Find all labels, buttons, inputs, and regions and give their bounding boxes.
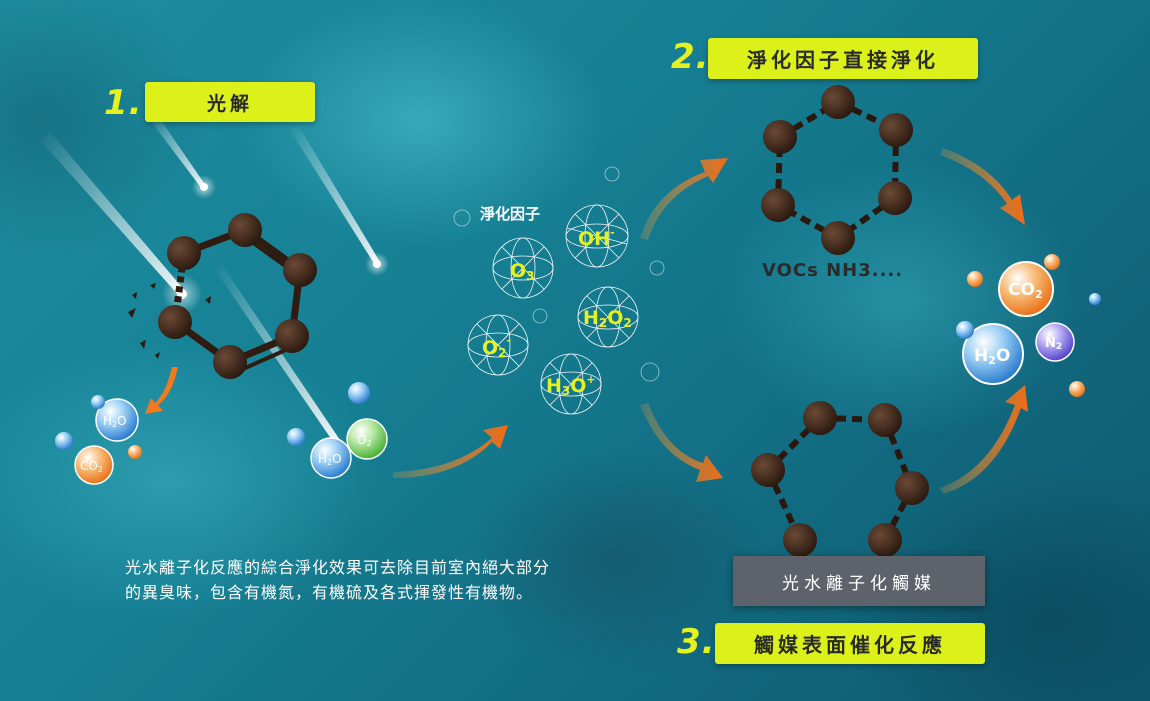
arrow-to-factors [393,425,508,478]
svg-text:H2O: H2O [318,452,342,467]
step-1-number: 1. [104,83,143,123]
ion-label-h2o2: H2O2 [583,307,632,330]
molecule-hexagon-left-atoms [158,213,317,379]
molecule-hexagon-step2-atoms [761,85,913,255]
arrow-to-left-products [145,367,178,414]
ion-label-o2-minus: O2- [482,334,511,360]
ion-label-h3o-plus: H3O+ [546,373,596,398]
ion-sphere-oh [565,204,629,268]
molecule-hexagon-step3 [765,415,915,542]
svg-text:H2O: H2O [103,414,127,429]
arrow-to-step-3 [640,403,723,482]
ion-labels: OH- O3 H2O2 O2- H3O+ [482,226,632,398]
right-products: CO2 H2O N2 [956,254,1101,397]
ion-sphere-h3o [540,353,602,415]
arrow-step-2-to-products [940,148,1025,225]
step-1-label: 光解 [145,82,315,122]
step-2-number: 2. [671,37,710,77]
ion-label-o3: O3 [510,260,535,283]
ion-sphere-o3 [492,237,554,299]
svg-text:O2: O2 [357,433,372,448]
catalyst-label: 光水離子化觸媒 [733,556,985,606]
light-beams [40,116,389,443]
step-3-label: 觸媒表面催化反應 [715,623,985,664]
mid-products: O2 H2O [287,382,388,479]
ion-sphere-h2o2 [577,286,639,348]
ion-spheres [453,166,665,415]
ion-sphere-o2-minus [467,314,529,376]
purification-factor-title: 淨化因子 [480,205,541,223]
svg-text:CO2: CO2 [1008,280,1043,301]
molecule-hexagon-step3-atoms [751,401,929,557]
svg-text:H2O: H2O [974,346,1010,367]
pollutants-label: VOCs NH3.... [762,260,904,281]
arrow-to-step-2 [640,158,728,240]
description-text: 光水離子化反應的綜合淨化效果可去除目前室內絕大部分 的異臭味，包含有機氮，有機硫… [125,555,645,605]
svg-text:N2: N2 [1045,336,1062,352]
ion-label-oh: OH- [578,226,615,250]
debris-fragments [128,283,211,359]
svg-text:CO2: CO2 [80,459,103,474]
description-line-1: 光水離子化反應的綜合淨化效果可去除目前室內絕大部分 [125,558,551,577]
arrow-step-3-to-products [940,385,1028,494]
left-products: H2O CO2 [55,395,142,485]
molecule-hexagon-step2 [775,99,899,241]
step-3-number: 3. [677,622,716,662]
description-line-2: 的異臭味，包含有機氮，有機硫及各式揮發性有機物。 [125,583,534,602]
step-2-label: 淨化因子直接淨化 [708,38,978,79]
